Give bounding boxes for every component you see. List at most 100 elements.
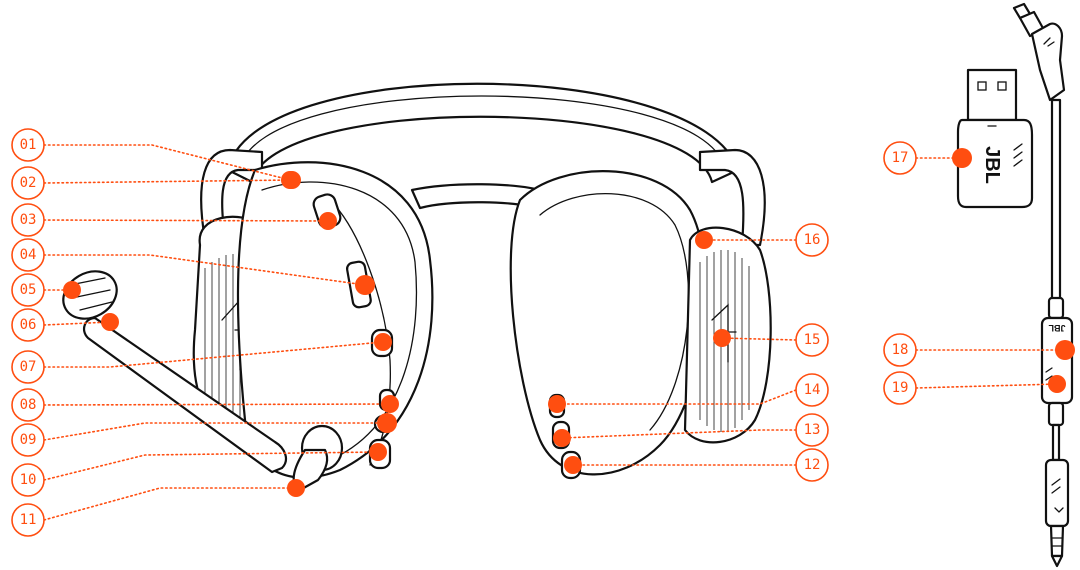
callout-marker-dot (101, 313, 119, 331)
callout-leader-line (43, 179, 293, 184)
callout-label-circle (795, 413, 829, 447)
callout-05: 05 (11, 273, 81, 307)
callout-label-circle (883, 333, 917, 367)
callout-marker-dot (695, 231, 713, 249)
usb-dongle: JBL (956, 68, 1034, 209)
callout-label-circle (11, 388, 45, 422)
callout-leader-line (561, 429, 797, 439)
microphone-boom (82, 316, 288, 474)
callout-label-circle (795, 448, 829, 482)
callout-18: 18 (883, 333, 1075, 367)
callout-03: 03 (11, 203, 337, 237)
callout-number: 15 (804, 332, 821, 348)
callout-number: 06 (20, 317, 37, 333)
callout-number: 02 (20, 175, 37, 191)
callout-leader-line (43, 403, 391, 406)
callout-label-circle (11, 238, 45, 272)
callout-number: 12 (804, 457, 821, 473)
callout-leader-line (43, 487, 297, 521)
callout-number: 10 (20, 472, 37, 488)
callout-marker-dot (713, 329, 731, 347)
callout-number: 04 (20, 247, 37, 263)
callout-leader-line (915, 383, 1058, 389)
callout-leader-line (721, 337, 797, 341)
callout-10: 10 (11, 443, 387, 497)
headset-illustration (62, 82, 772, 492)
callout-02: 02 (11, 166, 301, 200)
dongle-body (956, 118, 1034, 209)
callout-11: 11 (11, 479, 305, 537)
callout-number: 03 (20, 212, 37, 228)
callout-label-circle (11, 128, 45, 162)
callout-leader-line (43, 144, 291, 181)
callout-04: 04 (11, 238, 375, 295)
callout-label-circle (795, 323, 829, 357)
callout-marker-dot (381, 395, 399, 413)
callout-marker-dot (319, 212, 337, 230)
cable-top-plug (1030, 22, 1066, 102)
callout-label-circle (11, 166, 45, 200)
callout-label-circle (11, 503, 45, 537)
callout-number: 09 (20, 432, 37, 448)
callout-number: 13 (804, 422, 821, 438)
callout-12: 12 (564, 448, 829, 482)
callout-marker-dot (1048, 375, 1066, 393)
callout-label-circle (795, 223, 829, 257)
callout-13: 13 (553, 413, 829, 447)
dongle-usb-plug (966, 68, 1018, 122)
callout-number: 16 (804, 232, 821, 248)
callout-marker-dot (63, 281, 81, 299)
callout-marker-dot (564, 456, 582, 474)
callout-label-circle (11, 463, 45, 497)
right-earpad (509, 170, 707, 476)
callout-number: 08 (20, 397, 37, 413)
callout-marker-dot (548, 395, 566, 413)
callout-label-circle (11, 203, 45, 237)
callout-marker-dot (283, 171, 301, 189)
callout-number: 05 (20, 282, 37, 298)
callout-leader-line (43, 321, 111, 326)
callout-marker-dot (287, 479, 305, 497)
callout-leader-line (43, 341, 384, 368)
callout-label-circle (11, 273, 45, 307)
callout-number: 14 (804, 382, 821, 398)
callout-09: 09 (11, 413, 397, 457)
callout-marker-dot (553, 429, 571, 447)
callout-number: 01 (20, 137, 37, 153)
callout-number: 19 (892, 380, 909, 396)
right-yoke (698, 148, 766, 247)
callout-marker-dot (355, 275, 375, 295)
callout-08: 08 (11, 388, 399, 422)
callout-label-circle (11, 350, 45, 384)
callout-marker-dot (369, 443, 387, 461)
mic-elbow (292, 448, 329, 492)
audio-cable: JBL (1012, 2, 1074, 568)
callout-marker-dot (952, 148, 972, 168)
callout-17: 17 (883, 141, 972, 175)
callout-label-circle (883, 371, 917, 405)
callout-marker-dot (1055, 340, 1075, 360)
callout-number: 11 (20, 512, 37, 528)
callout-marker-dot (374, 333, 392, 351)
callout-15: 15 (713, 323, 829, 357)
left-yoke (200, 148, 264, 242)
callout-label-circle (795, 373, 829, 407)
callout-number: 17 (892, 150, 909, 166)
callout-label-circle (11, 308, 45, 342)
callout-number: 07 (20, 359, 37, 375)
dongle-logo: JBL (981, 146, 1003, 184)
callout-number: 18 (892, 342, 909, 358)
callout-leader-line (556, 389, 797, 405)
callout-label-circle (11, 423, 45, 457)
cable-bottom-plug (1044, 458, 1070, 528)
callout-marker-dot (377, 413, 397, 433)
callout-06: 06 (11, 308, 119, 342)
callout-layer: 01 02 03 04 05 06 07 08 09 10 11 12 13 14 15 16 17 18 19 (11, 128, 1075, 537)
callout-07: 07 (11, 333, 392, 384)
callout-leader-line (43, 451, 379, 481)
callout-label-circle (883, 141, 917, 175)
callout-16: 16 (695, 223, 829, 257)
cable-logo: JBL (1048, 323, 1066, 333)
